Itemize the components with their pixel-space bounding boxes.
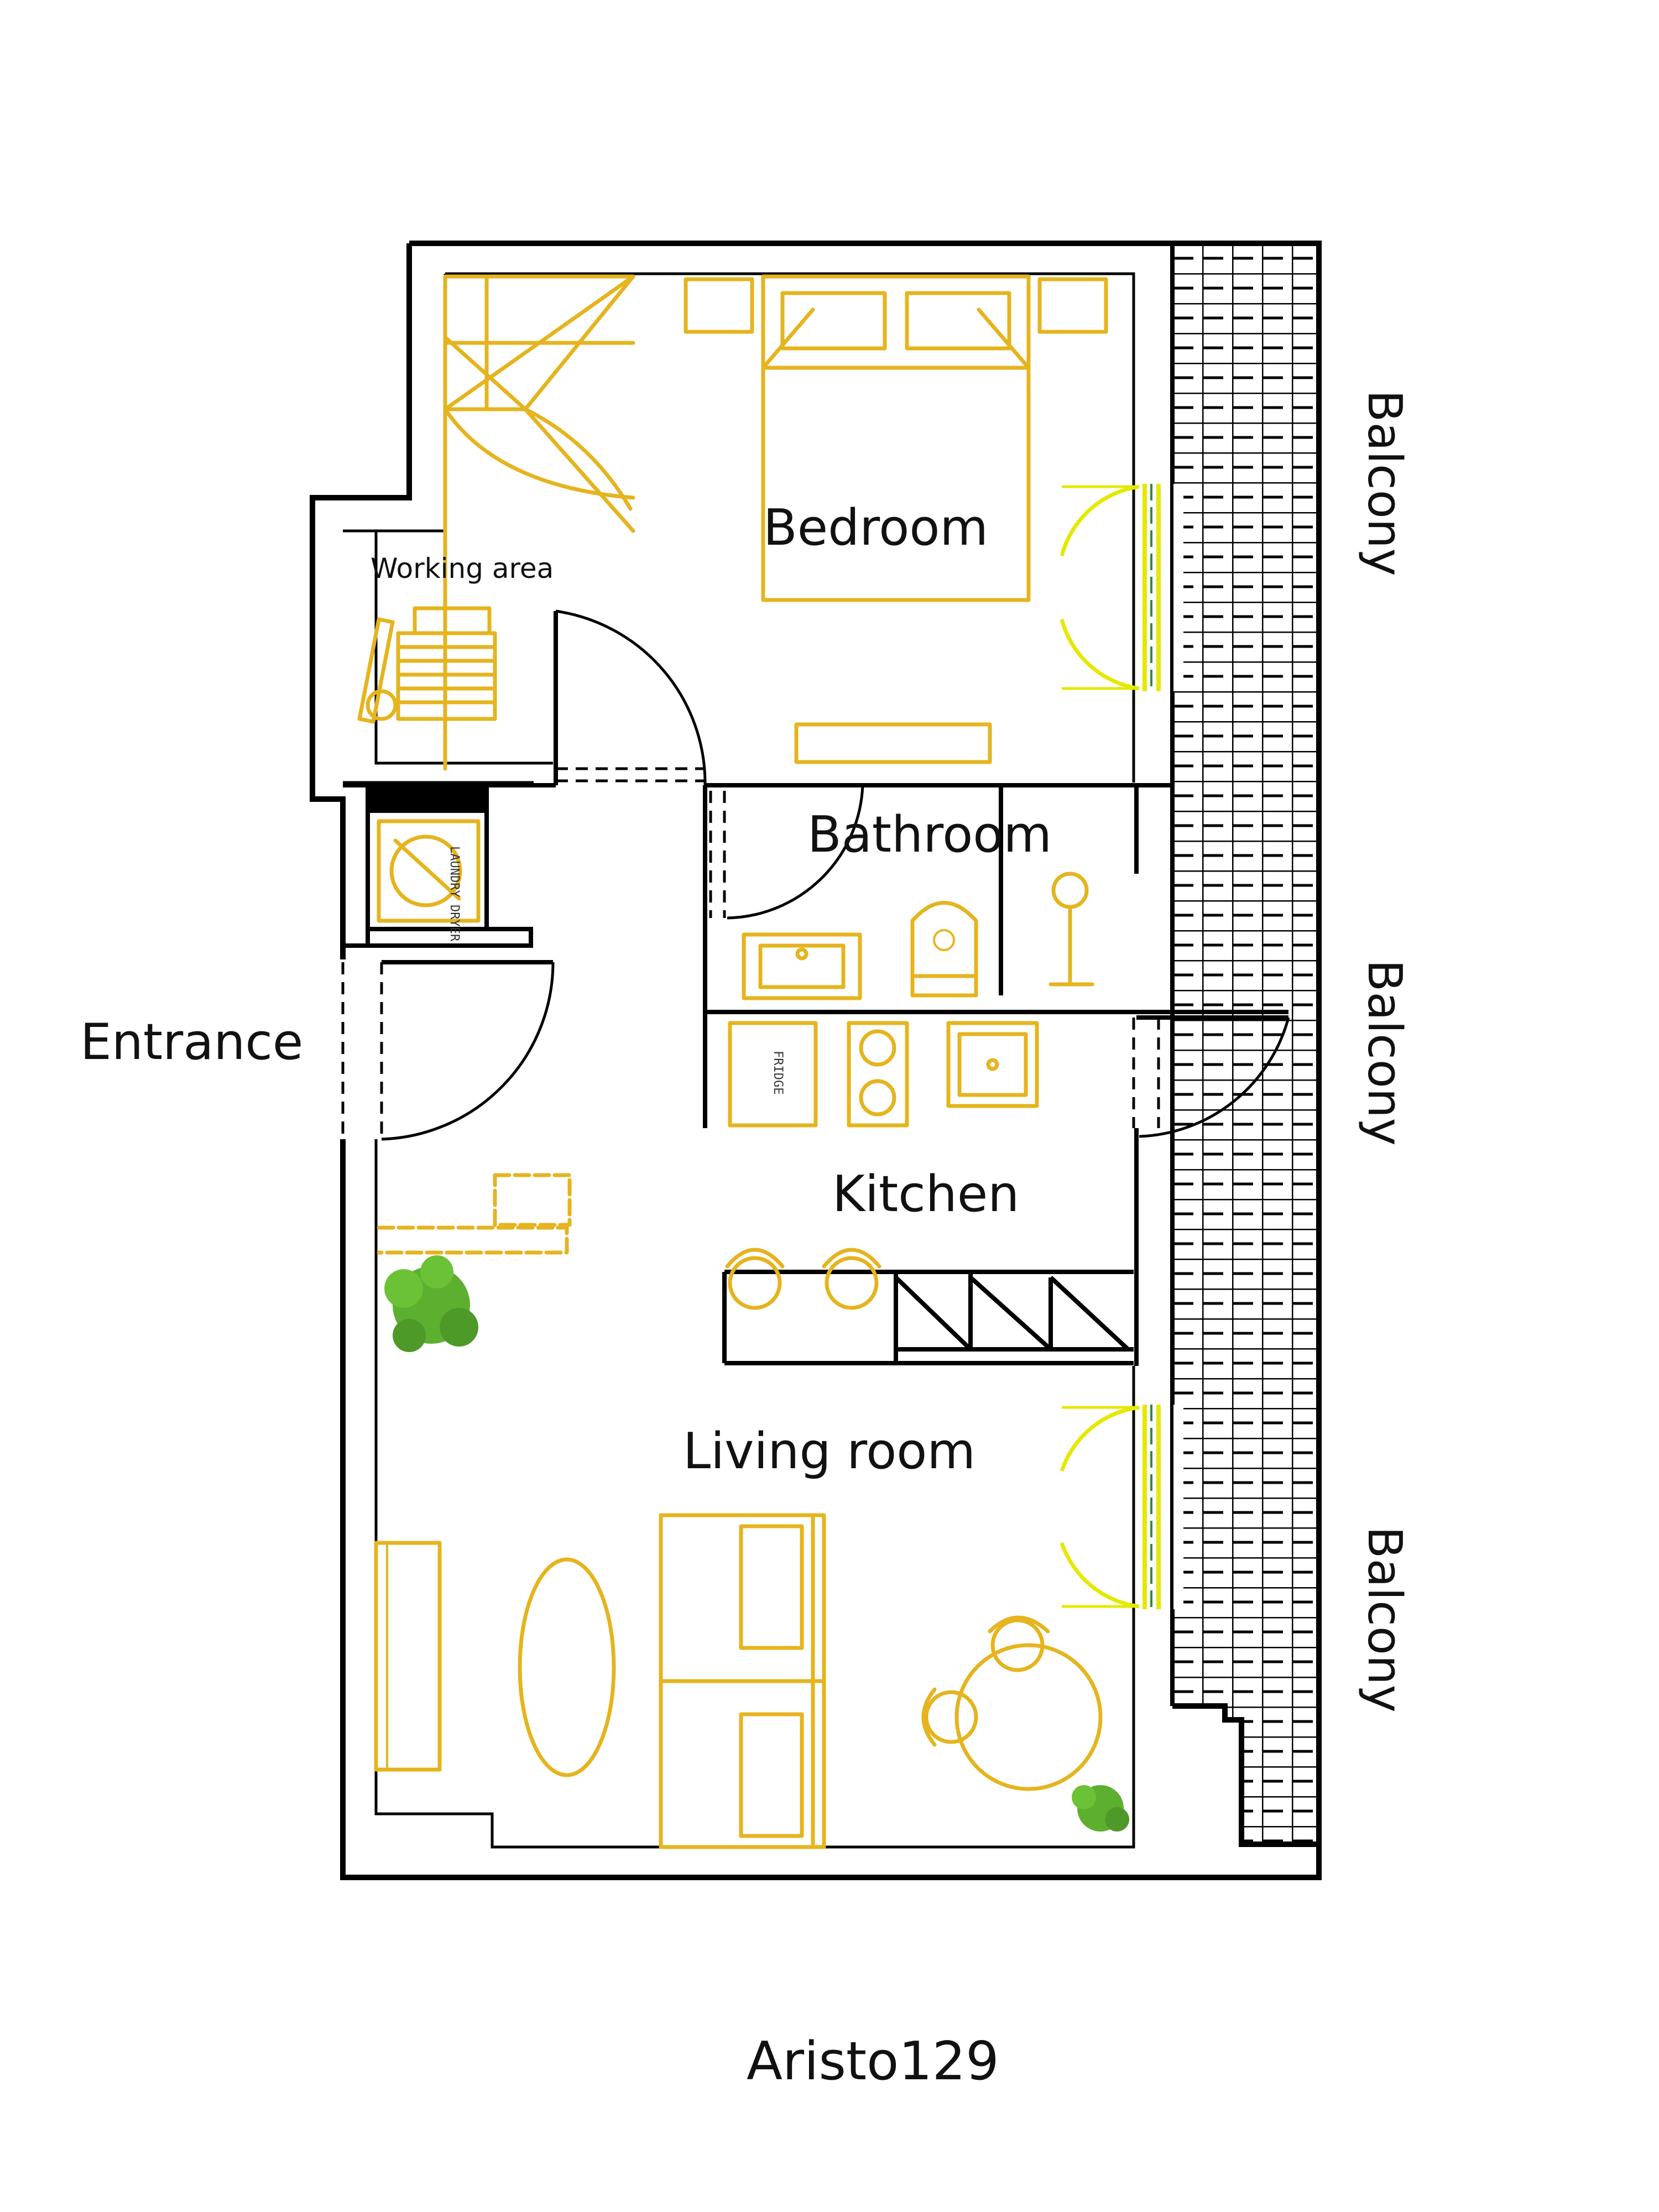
plant-living — [384, 1255, 478, 1352]
desk-chair — [357, 606, 497, 724]
balcony-label-bottom: Balcony — [1357, 1526, 1412, 1713]
bar-stools — [725, 1248, 881, 1310]
wardrobe — [443, 274, 635, 771]
fridge: FRIDGE — [728, 1021, 818, 1128]
coffee-table — [518, 1557, 616, 1777]
cooktop — [847, 1021, 909, 1128]
entry-console — [377, 1173, 572, 1255]
balcony-label-top: Balcony — [1357, 390, 1412, 576]
nightstand-left — [684, 277, 754, 334]
room-label-entrance: Entrance — [80, 1013, 303, 1071]
shower — [1048, 872, 1094, 987]
room-label-bathroom: Bathroom — [807, 806, 1052, 864]
washer-dryer: LAUNDRY DRYER — [377, 819, 481, 942]
toilet — [910, 901, 978, 998]
double-bed — [761, 274, 1031, 602]
room-label-kitchen: Kitchen — [832, 1165, 1019, 1223]
tv-unit — [374, 1541, 442, 1772]
dining-table — [921, 1615, 1103, 1791]
bathroom-sink — [742, 932, 862, 1000]
nightstand-right — [1037, 277, 1108, 334]
plant-corner — [1072, 1785, 1129, 1832]
doors — [341, 609, 1290, 1141]
balcony-strip — [1170, 241, 1322, 1847]
footer-credit: Aristo129 — [747, 2031, 999, 2092]
room-label-living-room: Living room — [683, 1422, 975, 1480]
room-label-working-area: Working area — [371, 552, 554, 585]
fridge-label: FRIDGE — [771, 1051, 785, 1094]
room-label-bedroom: Bedroom — [763, 499, 988, 557]
kitchen-sink — [946, 1021, 1039, 1108]
stairs — [894, 1272, 1134, 1352]
laundry-label: LAUNDRY DRYER — [447, 846, 461, 942]
bedroom-dresser — [794, 722, 992, 764]
balcony-windows — [1060, 484, 1161, 1609]
balcony-label-middle: Balcony — [1357, 959, 1412, 1146]
sofa — [659, 1513, 826, 1849]
